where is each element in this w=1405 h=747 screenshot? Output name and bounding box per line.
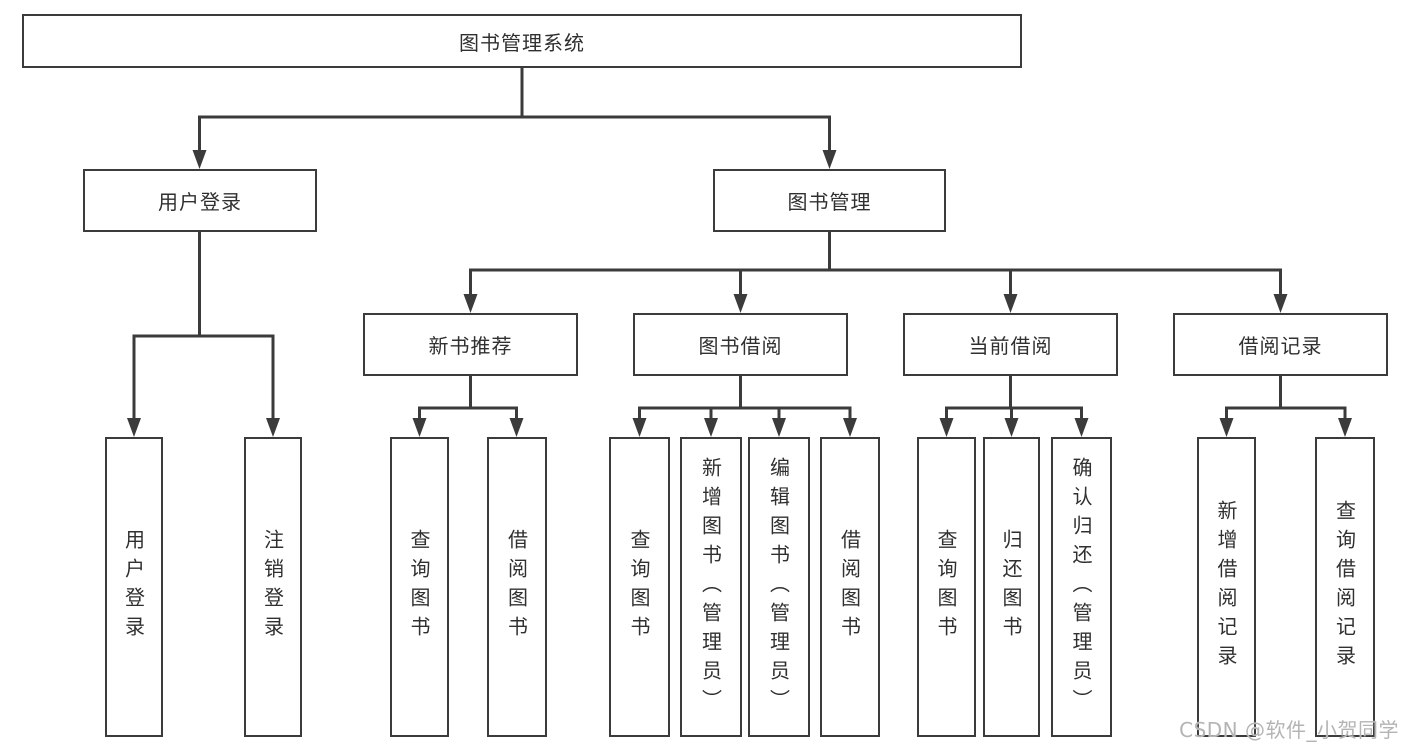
node-book-management: 图书管理 <box>713 169 946 232</box>
leaf-query-books-borrow: 查询图书 <box>609 437 670 737</box>
node-book-borrow: 图书借阅 <box>633 313 848 376</box>
leaf-query-books-recommend: 查询图书 <box>390 437 449 737</box>
node-root-library-system: 图书管理系统 <box>22 14 1022 68</box>
leaf-user-login: 用户登录 <box>105 437 163 737</box>
leaf-query-borrow-record: 查询借阅记录 <box>1315 437 1375 737</box>
leaf-borrow-books: 借阅图书 <box>820 437 880 737</box>
leaf-add-books-admin: 新增图书（管理员） <box>680 437 742 737</box>
leaf-borrow-books-recommend: 借阅图书 <box>487 437 547 737</box>
tree-edges <box>132 68 1347 422</box>
leaf-add-borrow-record: 新增借阅记录 <box>1197 437 1256 737</box>
node-new-book-recommend: 新书推荐 <box>363 313 578 376</box>
node-current-borrow: 当前借阅 <box>903 313 1118 376</box>
node-borrow-records: 借阅记录 <box>1173 313 1388 376</box>
leaf-logout: 注销登录 <box>244 437 302 737</box>
leaf-edit-books-admin: 编辑图书（管理员） <box>748 437 810 737</box>
leaf-return-books: 归还图书 <box>983 437 1040 737</box>
node-user-login: 用户登录 <box>83 169 317 232</box>
leaf-confirm-return-admin: 确认归还（管理员） <box>1051 437 1112 737</box>
leaf-query-books-current: 查询图书 <box>917 437 976 737</box>
csdn-watermark: CSDN @软件_小贺同学 <box>1179 718 1399 742</box>
